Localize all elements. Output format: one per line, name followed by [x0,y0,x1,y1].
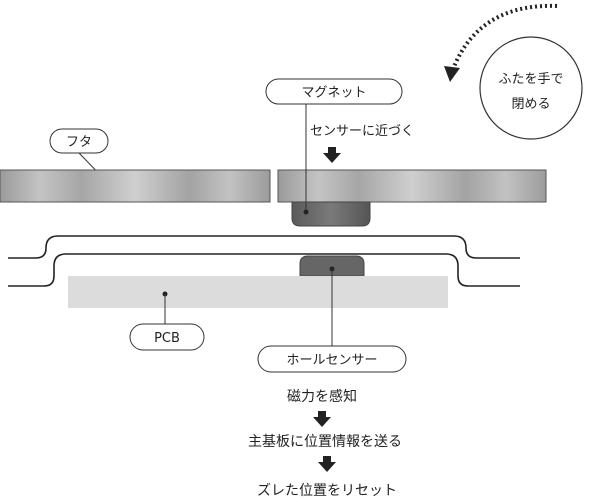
close-line2-label: 閉める [511,97,550,112]
close-by-hand-bubble: ふたを手で 閉める [479,36,583,140]
flow-step-1: 磁力を感知 [287,388,357,405]
lid-label-pill: フタ [49,128,109,154]
hall-sensor-label-pill: ホールセンサー [257,345,407,373]
close-line1-label: ふたを手で [498,72,563,87]
approach-label: センサーに近づく [310,124,414,139]
pcb-board [68,276,448,308]
lid-plate-left [0,169,271,203]
flow-step-3: ズレた位置をリセット [257,483,397,499]
housing-outline-upper [8,235,520,259]
down-arrow-icon [313,411,331,427]
curved-arrow-icon [444,3,558,82]
magnet-block [291,201,371,227]
hall-sensor-block [299,255,365,277]
pcb-label: PCB [154,331,180,346]
pcb-label-pill: PCB [129,323,205,351]
down-arrow-icon [323,147,341,163]
down-arrow-icon [318,456,336,472]
lid-label: フタ [66,135,92,150]
hall-sensor-label: ホールセンサー [286,353,377,368]
lid-plate-right [277,169,547,203]
flow-step-2: 主基板に位置情報を送る [248,433,402,450]
magnet-label-pill: マグネット [265,78,403,105]
housing-outline-lower [8,253,520,287]
magnet-leader-dot [303,209,309,215]
magnet-label: マグネット [301,86,366,101]
